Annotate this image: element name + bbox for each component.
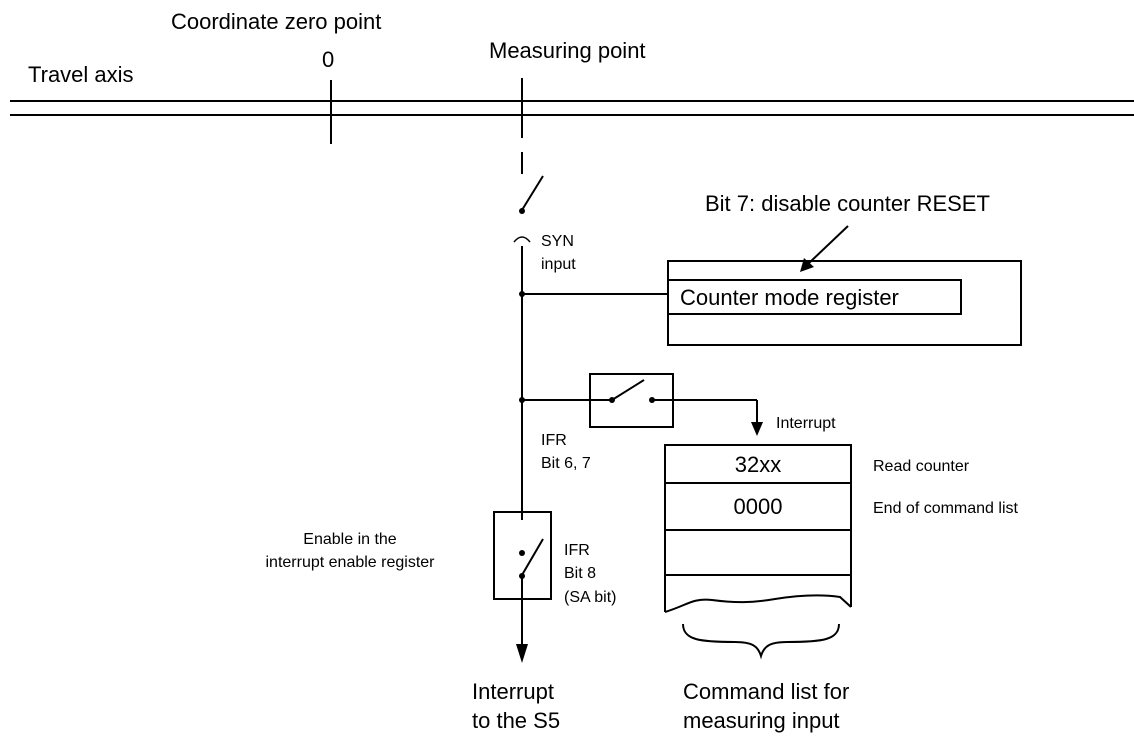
interrupt-label: Interrupt (776, 415, 836, 432)
interrupt-s5-label-line2: to the S5 (472, 708, 560, 733)
enable-label-line1: Enable in the (303, 531, 397, 548)
ifr-top-label: IFR (541, 432, 567, 449)
zero-label: 0 (322, 47, 334, 72)
counter-mode-register (667, 279, 962, 315)
command-value-row-2: 0000 (734, 494, 783, 519)
ifr-bit8-switch (516, 538, 544, 663)
bit7-arrow (800, 225, 849, 272)
command-value-row-1: 32xx (735, 452, 781, 477)
command-list-box (664, 444, 852, 613)
ifr-bit67-label: Bit 6, 7 (541, 455, 591, 472)
syn-input-connector (513, 236, 531, 243)
travel-axis-label: Travel axis (28, 62, 134, 87)
ifr-sa-bit-label: (SA bit) (564, 589, 616, 606)
command-description-row-2: End of command list (873, 500, 1019, 517)
syn-input-label: input (541, 256, 576, 273)
travel-axis (10, 100, 1134, 116)
command-list-label-line2: measuring input (683, 708, 840, 733)
ifr-bit67-connection (519, 397, 590, 403)
counter-mode-connection (519, 291, 668, 297)
syn-label: SYN (541, 233, 574, 250)
counter-mode-register-label: Counter mode register (680, 285, 899, 310)
measuring-point-label: Measuring point (489, 38, 646, 63)
command-list-brace (682, 623, 840, 660)
coordinate-zero-point-label: Coordinate zero point (171, 9, 381, 34)
command-description-row-1: Read counter (873, 458, 970, 475)
measuring-switch (519, 175, 544, 214)
ifr-bit67-switch (590, 379, 673, 403)
ifr-bit8-label: Bit 8 (564, 565, 596, 582)
bit7-note: Bit 7: disable counter RESET (705, 191, 990, 216)
interrupt-arrow (673, 399, 763, 436)
enable-label-line2: interrupt enable register (266, 554, 436, 571)
ifr-bottom-label: IFR (564, 542, 590, 559)
command-list-label-line1: Command list for (683, 679, 849, 704)
interrupt-s5-label-line1: Interrupt (472, 679, 554, 704)
